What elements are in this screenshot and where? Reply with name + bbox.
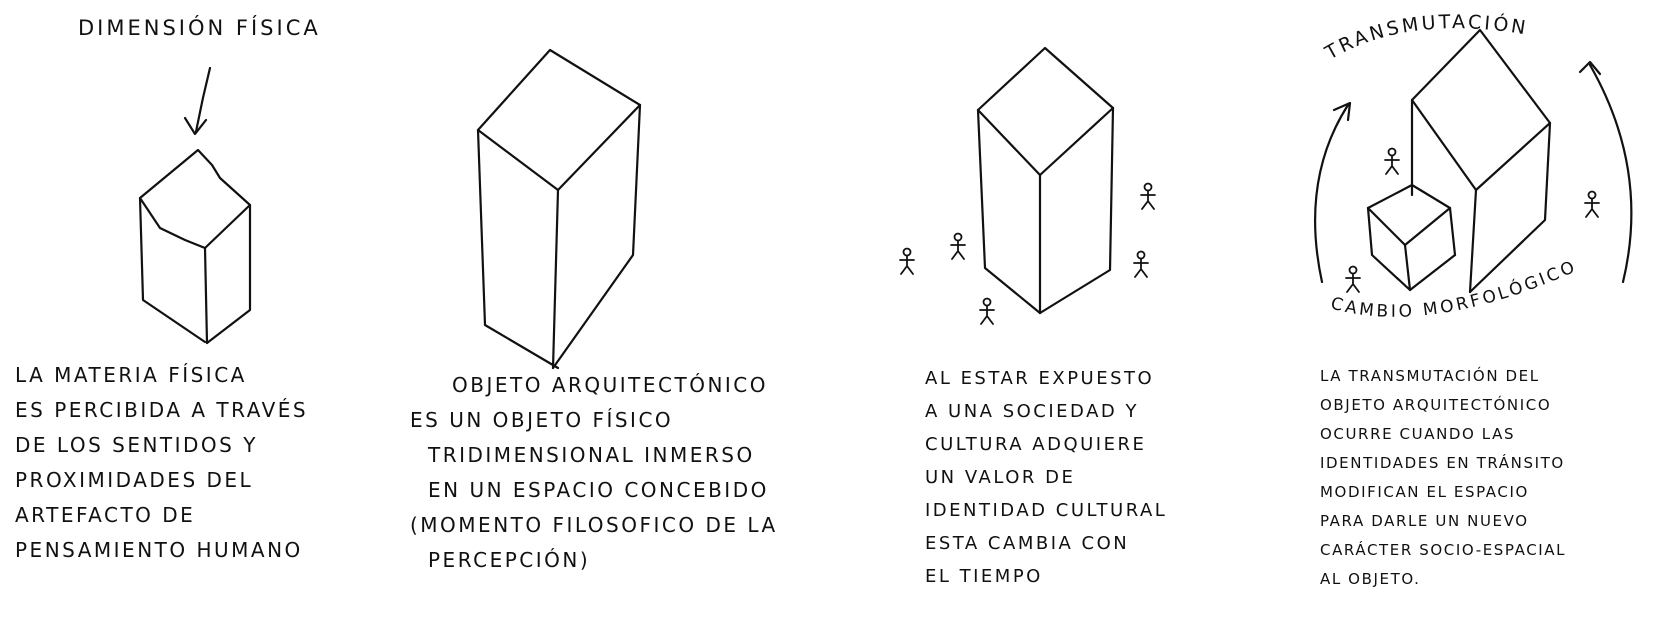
caption-line: CULTURA ADQUIERE: [925, 434, 1147, 455]
caption-line: UN VALOR DE: [925, 467, 1076, 488]
caption-line: PARA DARLE UN NUEVO: [1320, 512, 1529, 530]
person-icon: [899, 247, 915, 275]
panel-2-sketch: [476, 48, 642, 370]
caption-line: AL OBJETO.: [1320, 570, 1421, 588]
caption-line: MODIFICAN EL ESPACIO: [1320, 483, 1529, 501]
caption-line: EL TIEMPO: [925, 566, 1043, 587]
caption-line: PERCEPCIÓN): [428, 548, 591, 572]
caption-line: OBJETO ARQUITECTÓNICO: [452, 373, 769, 397]
caption-line: OCURRE CUANDO LAS: [1320, 425, 1516, 443]
caption-line: ES UN OBJETO FÍSICO: [410, 408, 674, 432]
caption-line: IDENTIDADES EN TRÁNSITO: [1320, 454, 1565, 472]
caption-line: LA MATERIA FÍSICA: [15, 363, 247, 387]
cambio-morfologico-arc-label: CAMBIO MORFOLÓGICO: [1329, 256, 1581, 322]
small-prism: [138, 148, 252, 345]
person-icon: [950, 232, 966, 260]
caption-line: CARÁCTER SOCIO-ESPACIAL: [1320, 541, 1567, 559]
panel-1-sketch: DIMENSIÓN FÍSICA: [78, 15, 321, 345]
down-arrow-icon: [183, 66, 212, 136]
caption-line: AL ESTAR EXPUESTO: [925, 368, 1155, 389]
caption-line: LA TRANSMUTACIÓN DEL: [1320, 367, 1540, 385]
panel-4-sketch: TRANSMUTACIÓN CAMBIO MORFOLÓGICO: [1314, 11, 1633, 322]
prism-with-people: [976, 46, 1115, 315]
caption-line: TRIDIMENSIONAL INMERSO: [428, 443, 755, 467]
person-icon: [1384, 147, 1400, 175]
caption-line: ARTEFACTO DE: [15, 503, 196, 527]
person-icon: [1584, 190, 1600, 218]
caption-line: A UNA SOCIEDAD Y: [925, 401, 1139, 422]
caption-line: PROXIMIDADES DEL: [15, 468, 254, 492]
panel-1-caption: LA MATERIA FÍSICA ES PERCIBIDA A TRAVÉS …: [15, 358, 308, 568]
caption-line: ES PERCIBIDA A TRAVÉS: [15, 398, 309, 422]
caption-line: OBJETO ARQUITECTÓNICO: [1320, 396, 1552, 414]
dimension-fisica-heading: DIMENSIÓN FÍSICA: [78, 15, 321, 40]
caption-line: DE LOS SENTIDOS Y: [15, 433, 258, 457]
panel-3-sketch: [976, 46, 1115, 315]
circular-arrow-right: [1578, 60, 1633, 284]
person-icon: [1133, 250, 1149, 278]
person-icon: [1345, 265, 1361, 293]
person-icon: [1140, 182, 1156, 210]
panel-4-caption: LA TRANSMUTACIÓN DEL OBJETO ARQUITECTÓNI…: [1320, 362, 1566, 594]
caption-line: IDENTIDAD CULTURAL: [925, 500, 1168, 521]
tall-prism: [476, 48, 642, 370]
panel-3-caption: AL ESTAR EXPUESTO A UNA SOCIEDAD Y CULTU…: [925, 362, 1167, 593]
transformed-prism: [1366, 28, 1552, 294]
person-icon: [979, 297, 995, 325]
caption-line: EN UN ESPACIO CONCEBIDO: [428, 478, 769, 502]
panel-2-caption: OBJETO ARQUITECTÓNICO ES UN OBJETO FÍSIC…: [410, 368, 778, 578]
caption-line: (MOMENTO FILOSOFICO DE LA: [410, 513, 778, 537]
circular-arrow-left: [1314, 101, 1352, 284]
transmutacion-arc-label: TRANSMUTACIÓN: [1321, 11, 1530, 65]
caption-line: PENSAMIENTO HUMANO: [15, 538, 303, 562]
caption-line: ESTA CAMBIA CON: [925, 533, 1130, 554]
